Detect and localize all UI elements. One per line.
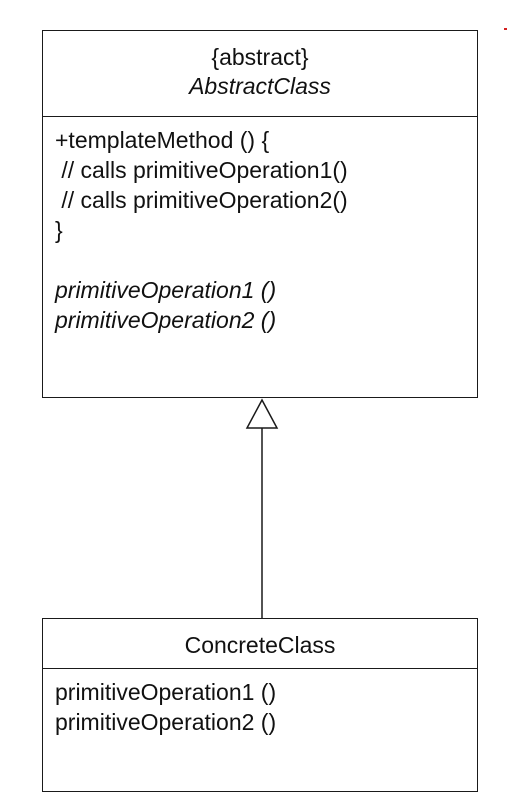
- concrete-class-name-compartment: ConcreteClass: [43, 619, 477, 669]
- template-method-comment-2: // calls primitiveOperation2(): [55, 187, 348, 213]
- template-method-line: +templateMethod () {: [55, 127, 270, 153]
- abstract-stereotype: {abstract}: [211, 44, 309, 70]
- concrete-class-operations: primitiveOperation1 () primitiveOperatio…: [43, 669, 477, 737]
- operations-spacer: [55, 245, 467, 275]
- abstract-operation-1: primitiveOperation1 (): [55, 277, 277, 303]
- template-method-close: }: [55, 217, 63, 243]
- abstract-operation-2: primitiveOperation2 (): [55, 307, 277, 333]
- concrete-class-name: ConcreteClass: [184, 632, 336, 658]
- red-mark: [504, 28, 507, 30]
- abstract-class-name: AbstractClass: [189, 73, 331, 99]
- concrete-operation-1: primitiveOperation1 (): [55, 679, 277, 705]
- template-method-comment-1: // calls primitiveOperation1(): [55, 157, 348, 183]
- concrete-class-box: ConcreteClass primitiveOperation1 () pri…: [42, 618, 478, 792]
- concrete-operation-2: primitiveOperation2 (): [55, 709, 277, 735]
- abstract-class-operations: +templateMethod () { // calls primitiveO…: [43, 117, 477, 335]
- hollow-triangle-arrowhead-icon: [245, 398, 279, 429]
- abstract-class-name-compartment: {abstract} AbstractClass: [43, 31, 477, 117]
- abstract-class-box: {abstract} AbstractClass +templateMethod…: [42, 30, 478, 398]
